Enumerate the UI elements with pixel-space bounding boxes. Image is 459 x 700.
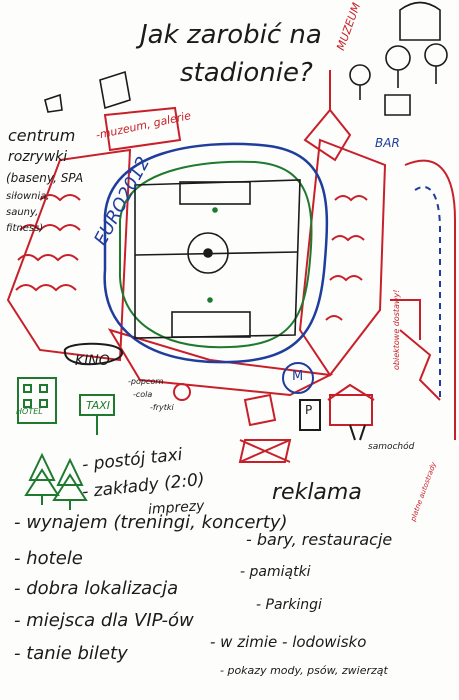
- list-item: - Parkingi: [256, 597, 322, 613]
- list-item: - hotele: [14, 548, 83, 569]
- title-line-2: stadionie?: [180, 58, 313, 88]
- list-item: - pokazy mody, psów, zwierząt: [220, 664, 388, 677]
- list-item: - dobra lokalizacja: [14, 578, 179, 599]
- label-centrum-4: siłownia,: [6, 191, 50, 202]
- list-item: - bary, restauracje: [246, 530, 393, 549]
- list-item: - w zimie - lodowisko: [210, 633, 367, 651]
- camera-doodle: [44, 70, 131, 113]
- football-pitch: [134, 179, 301, 339]
- label-obiektowe: obiektowe dostawy!: [392, 289, 401, 370]
- list-item: - wynajem (treningi, koncerty): [14, 512, 288, 533]
- label-centrum-2: rozrywki: [8, 149, 68, 165]
- list-item: - pamiątki: [240, 564, 311, 580]
- label-hotel: HOTEL: [16, 407, 43, 416]
- kino-hotel-taxi: [17, 342, 191, 435]
- list-item: reklama: [272, 480, 362, 505]
- roads: [390, 159, 456, 440]
- transport-icons: [238, 362, 375, 463]
- label-kino: KINO: [75, 353, 110, 369]
- label-centrum-3: (baseny, SPA: [6, 171, 84, 185]
- label-parking: P: [305, 403, 313, 417]
- label-bar: BAR: [375, 136, 400, 150]
- trees-bottom: [24, 452, 88, 510]
- label-centrum-1: centrum: [8, 126, 76, 145]
- list-item: - tanie bilety: [14, 643, 128, 664]
- label-cola: -cola: [133, 390, 153, 399]
- label-frytki: -frytki: [150, 403, 174, 412]
- label-centrum-5: sauny,: [6, 207, 39, 218]
- label-samochod: samochód: [368, 442, 415, 452]
- trees-top: [349, 1, 448, 116]
- stadium-bowl: [103, 142, 329, 364]
- label-metro: M: [292, 369, 304, 384]
- label-popcorn: -popcorn: [128, 377, 164, 386]
- label-centrum-6: fitness): [6, 223, 44, 234]
- label-taxi: TAXI: [86, 399, 111, 412]
- museum-building: [303, 70, 352, 162]
- list-item: - miejsca dla VIP-ów: [14, 610, 194, 631]
- title-line-1: Jak zarobić na: [140, 20, 322, 50]
- stadium-stands: [6, 106, 387, 397]
